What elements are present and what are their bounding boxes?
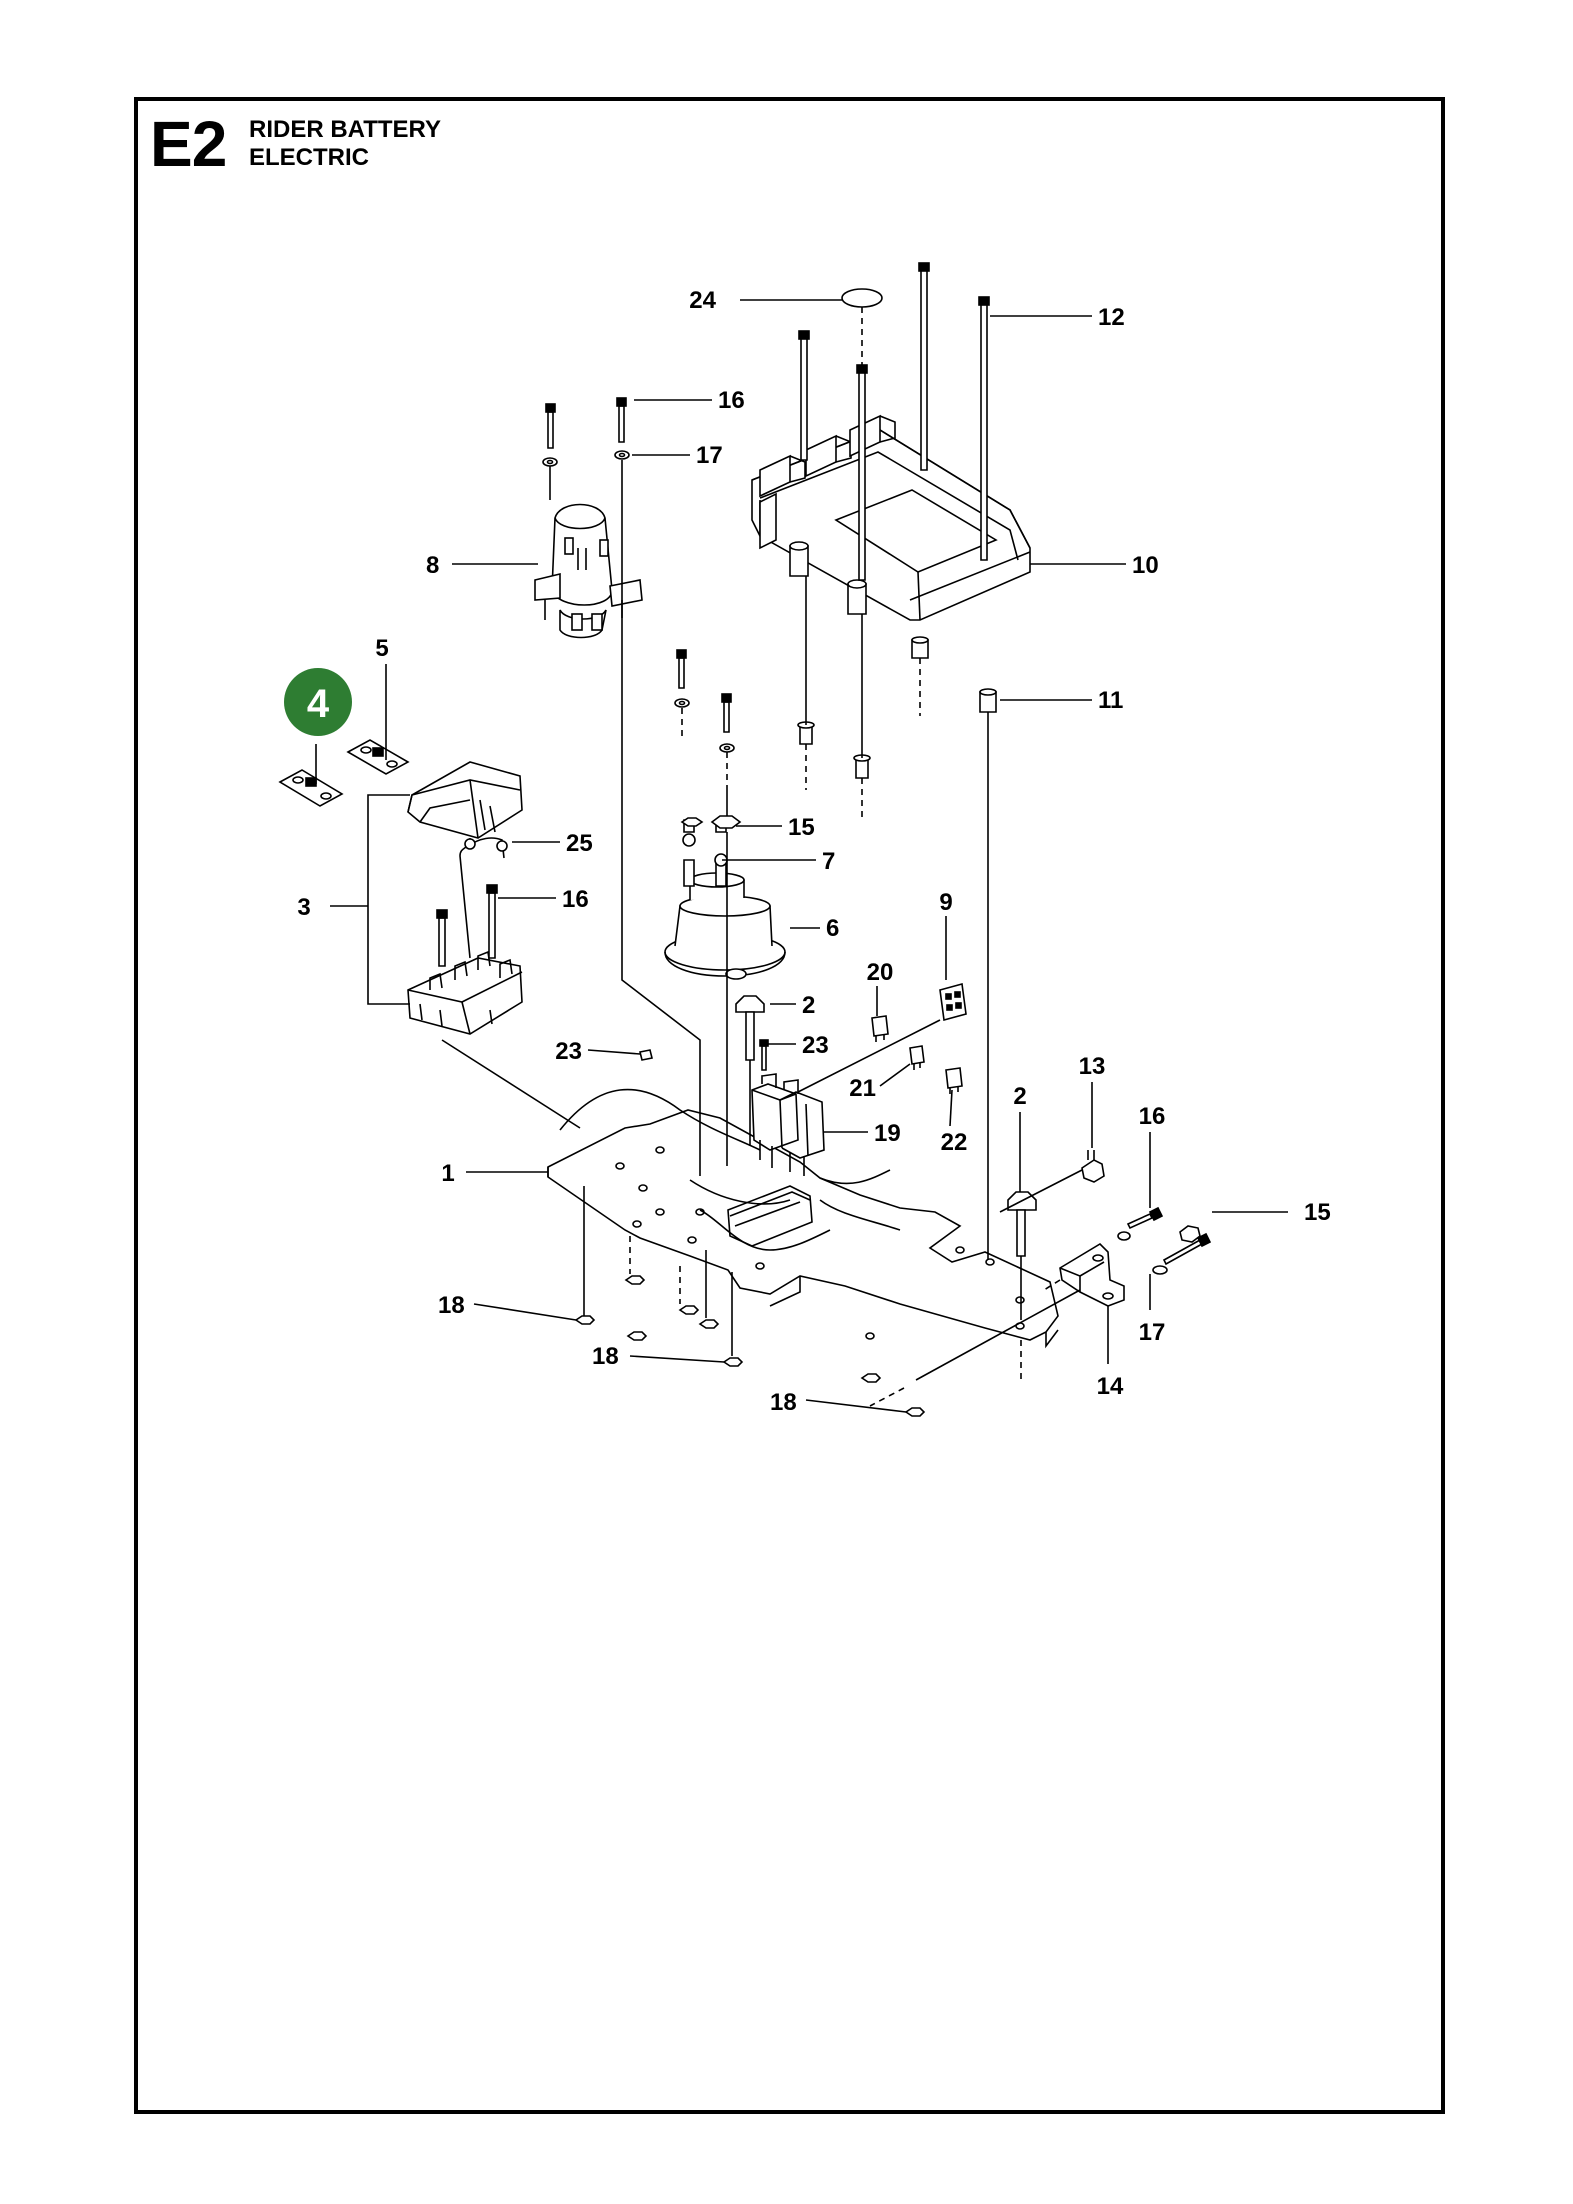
part-19-relay-assembly (639, 982, 967, 1176)
callout-16-top: 16 (718, 387, 745, 414)
callout-16-right: 16 (1139, 1103, 1166, 1130)
callout-23-left: 23 (555, 1038, 582, 1065)
callout-12: 12 (1098, 304, 1125, 331)
callout-9: 9 (939, 889, 952, 916)
callout-15-relay: 15 (788, 814, 815, 841)
drawing-lines (278, 262, 1288, 1417)
part-18-nuts (441, 1039, 926, 1417)
callout-6: 6 (826, 915, 839, 942)
callout-18-middle: 18 (592, 1343, 619, 1370)
part-14-bracket (869, 1150, 1212, 1407)
callout-15-right: 15 (1304, 1199, 1331, 1226)
callout-18-left: 18 (438, 1292, 465, 1319)
title-line-2: ELECTRIC (249, 144, 369, 171)
callout-17-top: 17 (696, 442, 723, 469)
highlight-badge-circle (284, 668, 352, 736)
callout-20: 20 (867, 959, 894, 986)
part-6-relay (664, 649, 786, 1166)
part-1-mounting-plate (547, 1088, 1059, 1349)
callout-3: 3 (297, 894, 310, 921)
callout-17-right: 17 (1139, 1319, 1166, 1346)
part-3-fuse-box (278, 739, 523, 1035)
callout-labels: 24 12 16 17 8 10 11 5 3 25 16 15 7 6 9 2… (297, 287, 1330, 1416)
callout-1: 1 (441, 1160, 454, 1187)
callout-5: 5 (375, 635, 388, 662)
callout-24: 24 (689, 287, 716, 314)
callout-10: 10 (1132, 552, 1159, 579)
callout-11: 11 (1098, 687, 1123, 714)
callout-18-bottom: 18 (770, 1389, 797, 1416)
callout-2-right: 2 (1013, 1083, 1026, 1110)
callout-13: 13 (1079, 1053, 1106, 1080)
title-line-1: RIDER BATTERY (249, 116, 441, 143)
page-title: RIDER BATTERY ELECTRIC (249, 116, 441, 172)
callout-7: 7 (822, 848, 835, 875)
highlight-badge: 4 (284, 668, 352, 736)
page-frame (134, 97, 1445, 2114)
callout-8: 8 (426, 552, 439, 579)
callout-14: 14 (1097, 1373, 1124, 1400)
part-10-control-module (751, 262, 1031, 1260)
callout-22: 22 (941, 1129, 968, 1156)
callout-23-right: 23 (802, 1032, 829, 1059)
callout-25: 25 (566, 830, 593, 857)
highlight-badge-number: 4 (307, 682, 330, 726)
part-8-starter-solenoid (534, 397, 701, 1176)
callout-2-center: 2 (802, 992, 815, 1019)
callout-leaders (315, 299, 1288, 1413)
callout-19: 19 (874, 1120, 901, 1147)
section-code: E2 (150, 108, 227, 180)
callout-21: 21 (849, 1075, 876, 1102)
callout-16-fuse: 16 (562, 886, 589, 913)
